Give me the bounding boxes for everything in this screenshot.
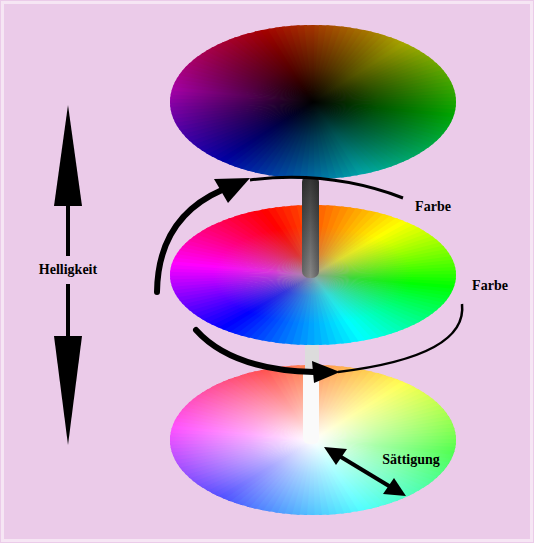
dark-disk [170,25,456,179]
brightness-label: Helligkeit [37,261,99,278]
arrow-head [54,105,82,206]
hue-arrow [338,304,462,372]
arrow-head [54,336,82,445]
light-disk [170,365,456,515]
hue-label: Farbe [413,198,453,215]
dark-axis [302,175,319,278]
disk-shading [170,365,456,515]
arrow-head [324,447,347,465]
arrow-head [312,361,340,383]
axis-shade [302,175,319,278]
axis-arrow-shaft [66,204,70,256]
frame [3,3,532,541]
disk-shading [170,25,456,179]
arrow-head [383,478,406,496]
hue-arrow [250,177,403,198]
hue-label: Farbe [470,277,510,294]
saturation-label: Sättigung [380,451,442,468]
hue-arrow [157,190,222,292]
arrow-head [214,178,250,203]
axis-arrow-shaft [66,284,70,338]
